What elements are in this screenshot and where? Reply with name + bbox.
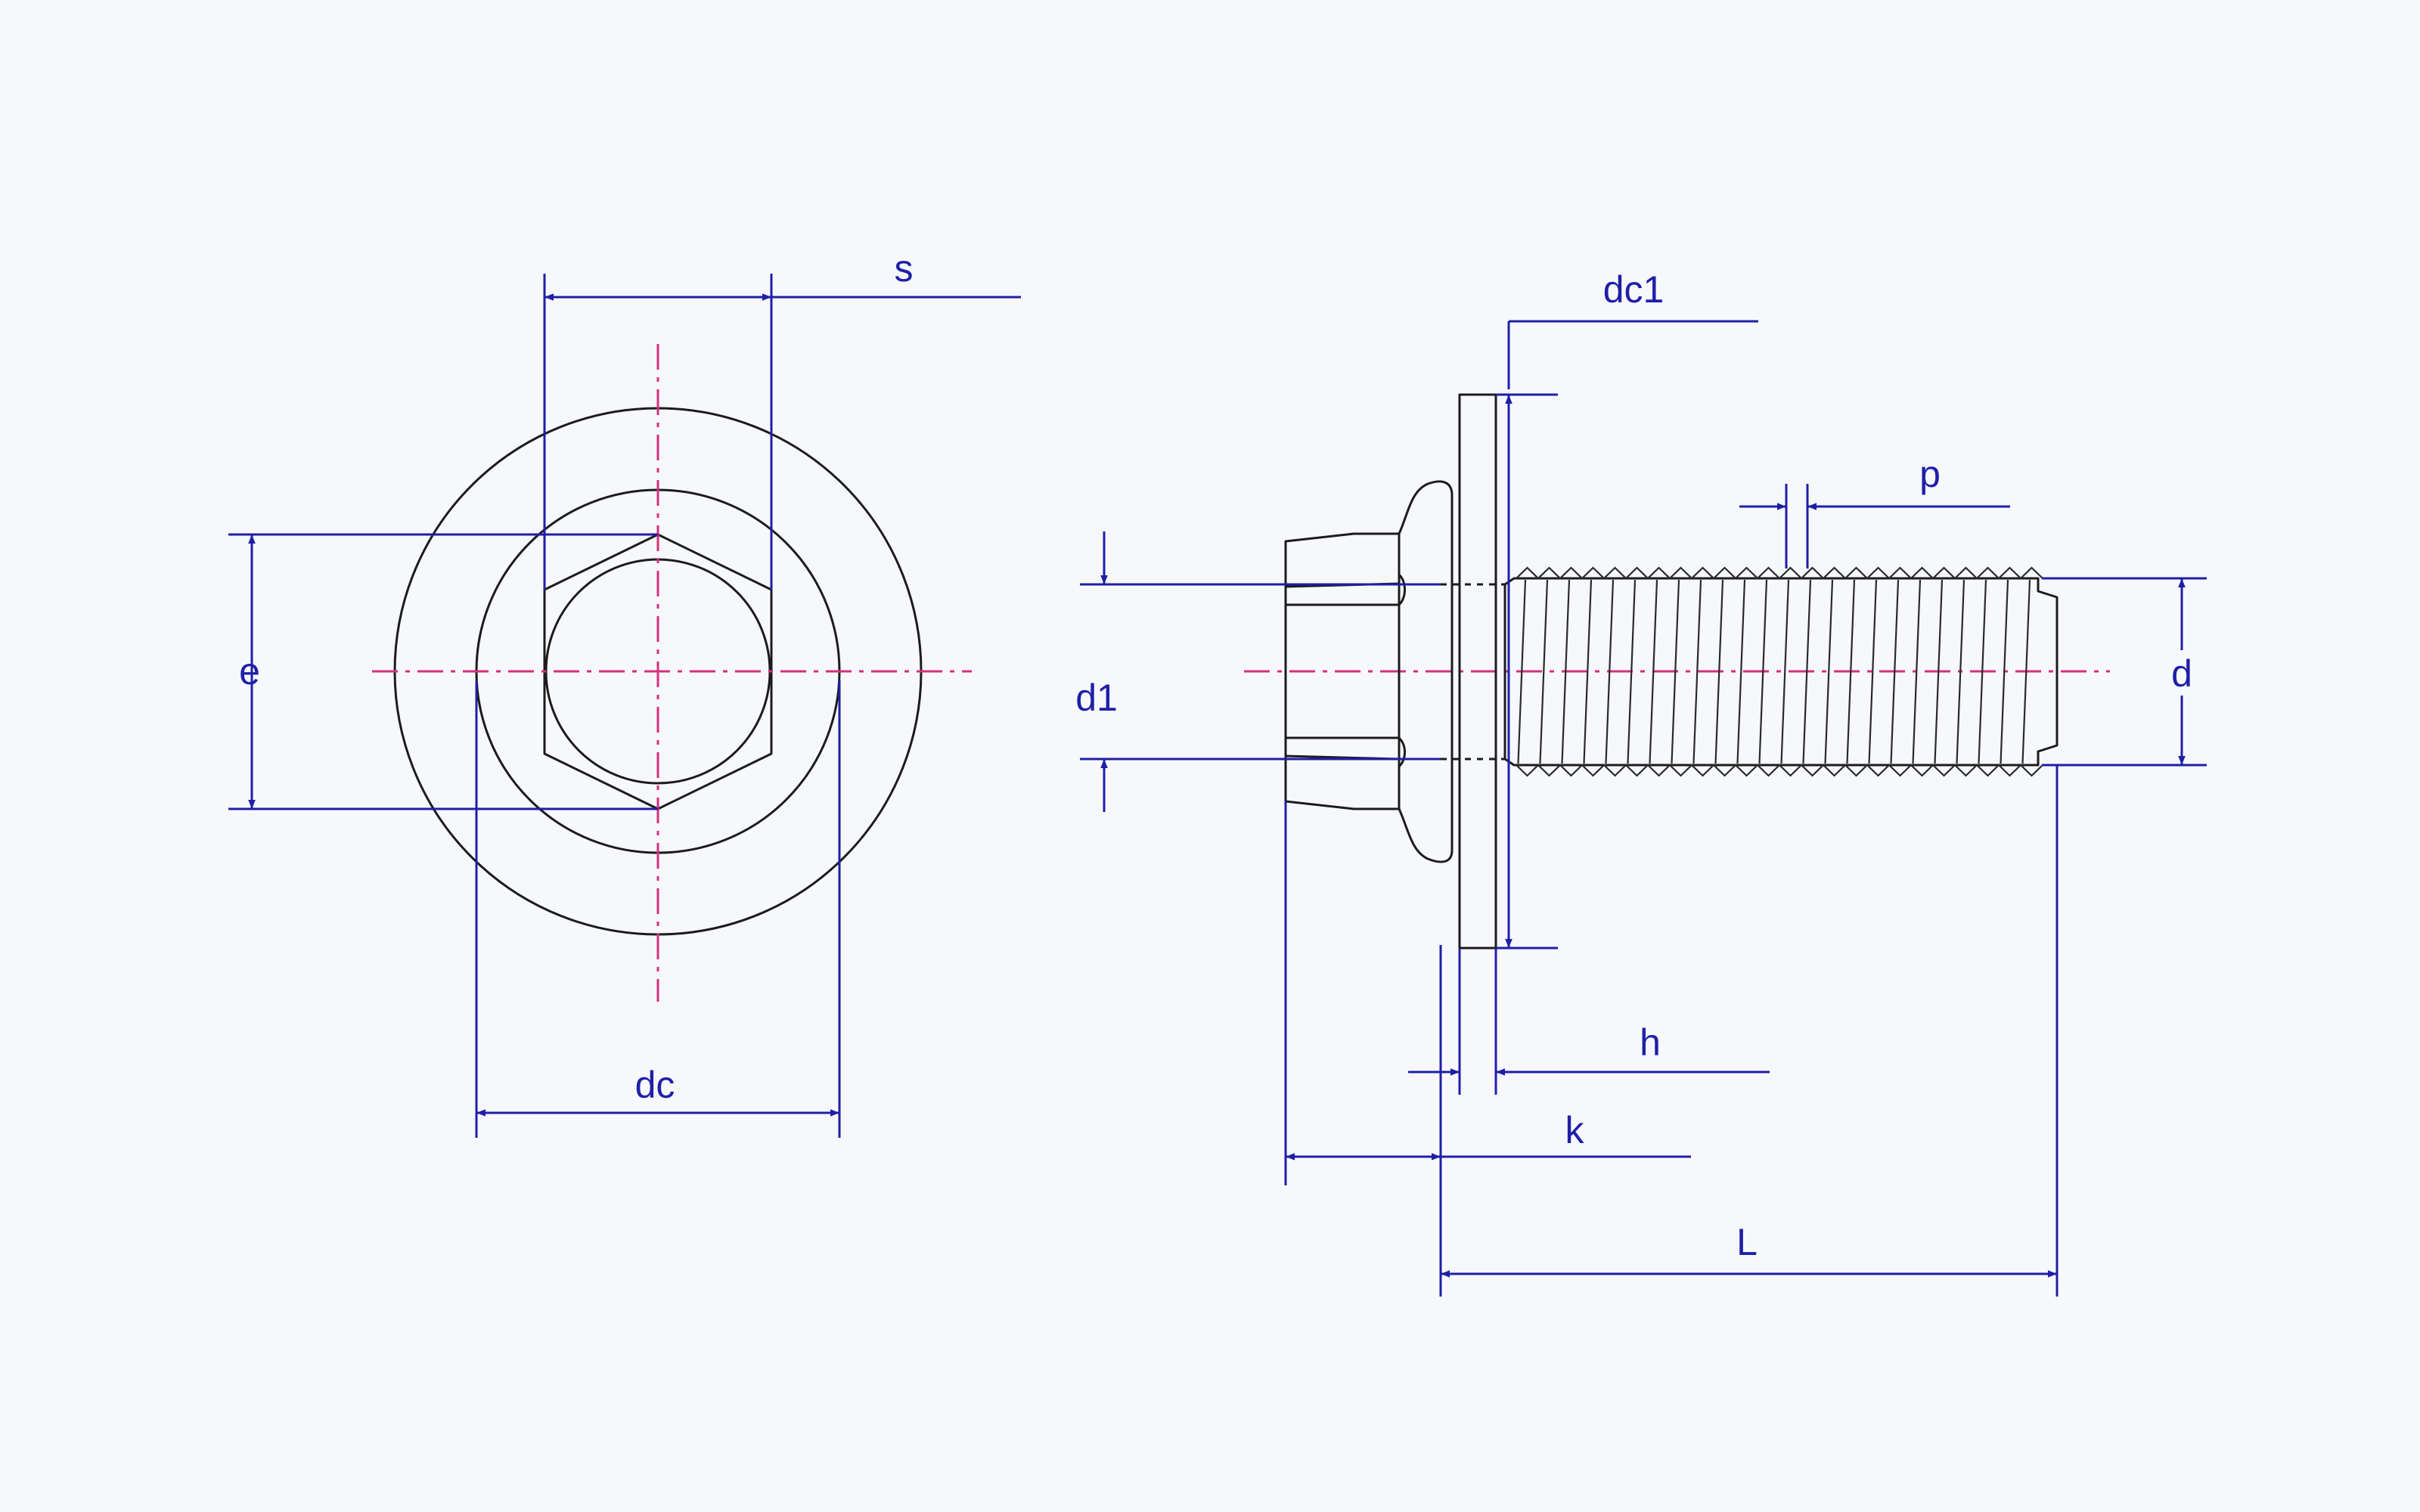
label-h: h	[1640, 1021, 1661, 1064]
washer-side	[1458, 393, 1497, 950]
dimension-e: e	[228, 533, 658, 810]
thread-lines	[1516, 566, 2043, 777]
label-p: p	[1919, 453, 1941, 495]
flange-side	[1398, 480, 1454, 863]
dimension-L: L	[1441, 765, 2059, 1297]
label-L: L	[1736, 1221, 1758, 1263]
label-k: k	[1565, 1109, 1585, 1151]
label-s: s	[895, 247, 914, 290]
dimension-s: s	[543, 247, 1021, 590]
dimension-dc: dc	[475, 680, 841, 1138]
label-d1: d1	[1075, 677, 1118, 719]
dimension-h: h	[1408, 948, 1770, 1095]
dimension-d: d	[2042, 577, 2207, 767]
dimension-d1: d1	[1075, 531, 1441, 812]
label-dc: dc	[635, 1064, 675, 1106]
dimension-k: k	[1284, 801, 1691, 1297]
side-view: dc1 p d1 d	[1075, 268, 2207, 1297]
label-e: e	[239, 650, 260, 692]
label-dc1: dc1	[1603, 268, 1665, 311]
dimension-p: p	[1739, 453, 2010, 569]
label-d: d	[2171, 652, 2192, 695]
dimension-dc1: dc1	[1496, 268, 1758, 950]
front-view: s e dc	[228, 247, 1021, 1138]
